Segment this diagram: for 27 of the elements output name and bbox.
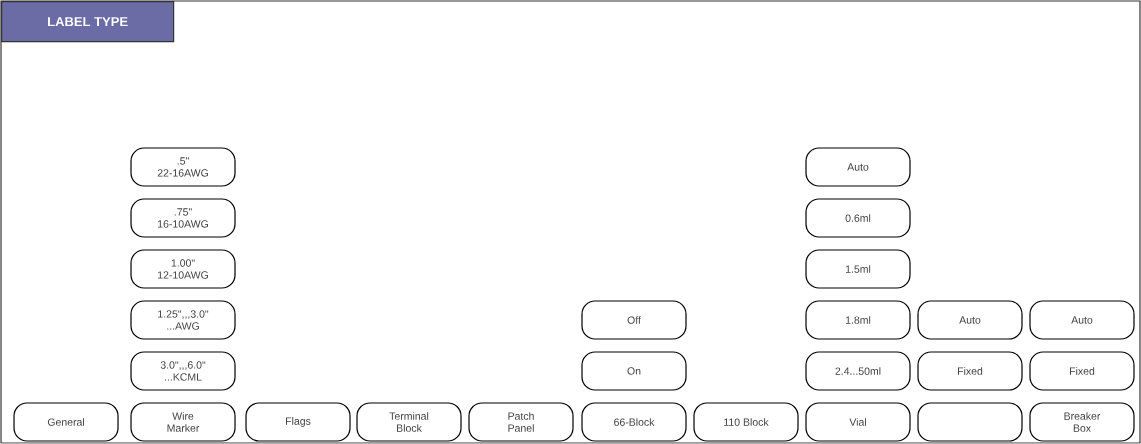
option-box: Auto [805, 147, 911, 187]
option-box: 1.8ml [805, 300, 911, 340]
option-box: Fixed [917, 351, 1023, 391]
option-box: Breaker Box [1029, 402, 1135, 442]
option-box: Fixed [1029, 351, 1135, 391]
option-box: Auto [917, 300, 1023, 340]
option-box: 2.4...50ml [805, 351, 911, 391]
option-box: 1.00" 12-10AWG [130, 249, 236, 289]
option-box: Auto [1029, 300, 1135, 340]
option-box: 0.6ml [805, 198, 911, 238]
title-tab: LABEL TYPE [1, 1, 175, 43]
option-box: .5" 22-16AWG [130, 147, 236, 187]
option-box: 3.0",,,6.0" ...KCML [130, 351, 236, 391]
option-box: .75" 16-10AWG [130, 198, 236, 238]
option-box: Flags [245, 402, 351, 442]
option-box: 1.25",,,3.0" ...AWG [130, 300, 236, 340]
option-box: Terminal Block [356, 402, 462, 442]
option-box: 66-Block [581, 402, 687, 442]
option-box: Off [581, 300, 687, 340]
option-box: Vial [805, 402, 911, 442]
option-box: General [13, 402, 119, 442]
option-box: Patch Panel [468, 402, 574, 442]
option-box: 110 Block [693, 402, 799, 442]
option-box: Wire Marker [130, 402, 236, 442]
option-box: On [581, 351, 687, 391]
option-box [917, 402, 1023, 442]
option-box: 1.5ml [805, 249, 911, 289]
